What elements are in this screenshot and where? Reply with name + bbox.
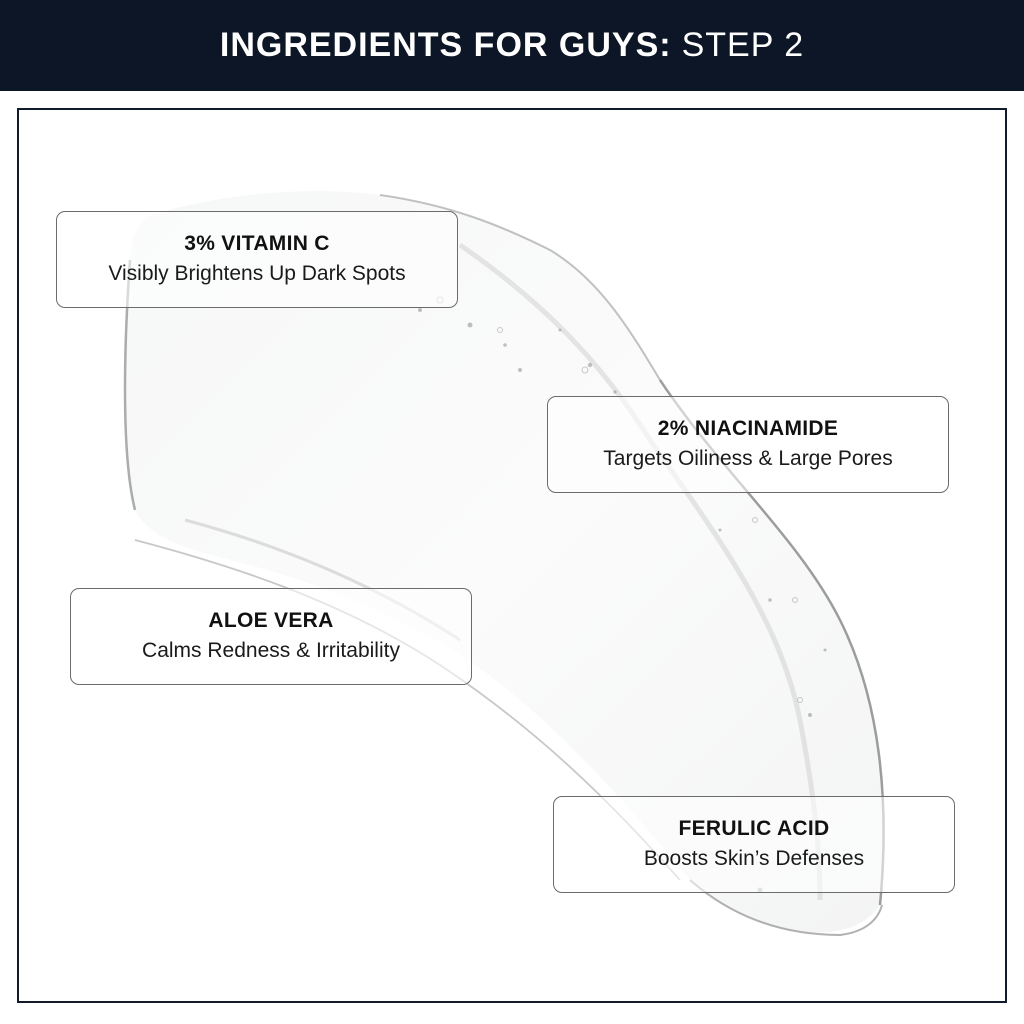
ingredient-benefit: Targets Oiliness & Large Pores	[603, 446, 893, 470]
ingredient-card-aloe-vera: ALOE VERA Calms Redness & Irritability	[70, 588, 472, 685]
header-title-step: STEP 2	[681, 26, 805, 64]
ingredient-title: ALOE VERA	[208, 608, 334, 632]
ingredient-benefit: Visibly Brightens Up Dark Spots	[108, 261, 406, 285]
ingredient-title: 3% VITAMIN C	[184, 231, 330, 255]
ingredient-card-vitamin-c: 3% VITAMIN C Visibly Brightens Up Dark S…	[56, 211, 458, 308]
ingredient-benefit: Calms Redness & Irritability	[142, 638, 400, 662]
header-title-bold: INGREDIENTS FOR GUYS:	[219, 26, 672, 64]
ingredient-card-ferulic-acid: FERULIC ACID Boosts Skin’s Defenses	[553, 796, 955, 893]
ingredient-title: 2% NIACINAMIDE	[657, 416, 839, 440]
header-banner: INGREDIENTS FOR GUYS: STEP 2	[0, 0, 1024, 91]
ingredient-card-niacinamide: 2% NIACINAMIDE Targets Oiliness & Large …	[547, 396, 949, 493]
ingredient-title: FERULIC ACID	[678, 816, 830, 840]
ingredient-benefit: Boosts Skin’s Defenses	[643, 846, 865, 870]
